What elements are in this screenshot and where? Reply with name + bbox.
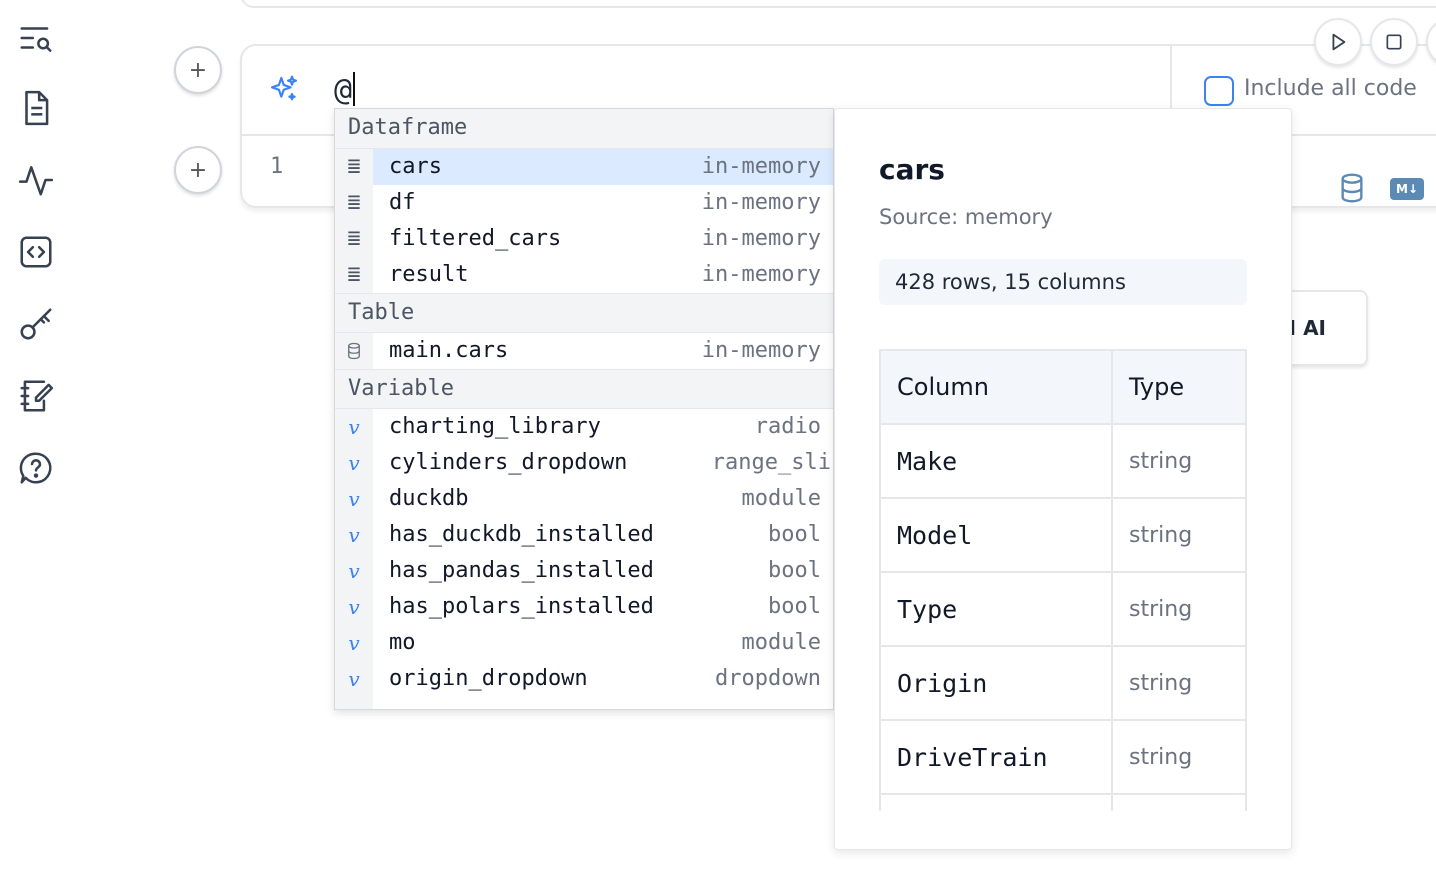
schema-table-wrapper: Column Type Make string Model string Typ… <box>879 349 1247 811</box>
autocomplete-item[interactable]: v cylinders_dropdown range_sli <box>335 445 833 481</box>
section-table: Table <box>335 293 833 333</box>
table-row: Origin string <box>879 645 1247 721</box>
autocomplete-item[interactable]: ≣ result in-memory <box>335 257 833 293</box>
variable-icon: v <box>335 445 373 481</box>
autocomplete-item[interactable]: v has_pandas_installed bool <box>335 553 833 589</box>
table-row: Make string <box>879 423 1247 499</box>
table-row: Model string <box>879 497 1247 573</box>
autocomplete-item[interactable]: v duckdb module <box>335 481 833 517</box>
autocomplete-item[interactable]: ≣ filtered_cars in-memory <box>335 221 833 257</box>
column-name: Make <box>879 423 1113 499</box>
variable-icon: v <box>335 481 373 517</box>
ai-button-label: I AI <box>1288 316 1326 340</box>
include-all-code-checkbox[interactable] <box>1204 76 1234 106</box>
play-icon <box>1332 33 1346 51</box>
autocomplete-item[interactable]: ≣ df in-memory <box>335 185 833 221</box>
notebook-edit-icon[interactable] <box>14 374 58 418</box>
markdown-icon[interactable]: M↓ <box>1390 178 1424 200</box>
line-number: 1 <box>270 154 284 179</box>
variable-icon: v <box>335 517 373 553</box>
autocomplete-item[interactable]: ≣ cars in-memory <box>335 149 833 185</box>
sidebar <box>0 0 72 874</box>
column-type: string <box>1111 423 1247 499</box>
rows-icon: ≣ <box>335 221 373 257</box>
help-icon[interactable] <box>14 446 58 490</box>
column-name: Type <box>879 571 1113 647</box>
prompt-text: @ <box>334 73 353 108</box>
table-header-row: Column Type <box>879 349 1247 425</box>
cell-divider <box>1170 46 1172 134</box>
variable-icon: v <box>335 697 373 709</box>
table-row: Type string <box>879 571 1247 647</box>
type-header: Type <box>1111 349 1247 425</box>
database-icon[interactable] <box>1336 172 1368 204</box>
variable-icon: v <box>335 589 373 625</box>
section-variable: Variable <box>335 369 833 409</box>
document-icon[interactable] <box>14 86 58 130</box>
autocomplete-dropdown: Dataframe ≣ cars in-memory ≣ df in-memor… <box>334 108 834 710</box>
stop-icon <box>1386 34 1402 50</box>
autocomplete-item[interactable]: v charting_library radio <box>335 409 833 445</box>
stop-button[interactable] <box>1370 18 1418 66</box>
autocomplete-item[interactable]: v origin_dropdown dropdown <box>335 661 833 697</box>
autocomplete-item-partial[interactable]: v <box>335 697 833 709</box>
sparkle-icon <box>270 75 298 101</box>
search-list-icon[interactable] <box>14 16 58 60</box>
autocomplete-item[interactable]: main.cars in-memory <box>335 333 833 369</box>
column-type: string <box>1111 571 1247 647</box>
previous-cell <box>240 0 1436 8</box>
ai-prompt-input[interactable]: @ <box>334 72 356 108</box>
variable-icon: v <box>335 409 373 445</box>
autocomplete-item[interactable]: v has_polars_installed bool <box>335 589 833 625</box>
autocomplete-item[interactable]: v mo module <box>335 625 833 661</box>
schema-table: Column Type Make string Model string Typ… <box>879 349 1247 811</box>
rows-icon: ≣ <box>335 257 373 293</box>
info-source: Source: memory <box>879 205 1053 229</box>
variable-icon: v <box>335 553 373 589</box>
run-button[interactable] <box>1314 18 1362 66</box>
database-icon <box>335 333 373 369</box>
column-header: Column <box>879 349 1113 425</box>
variable-icon: v <box>335 625 373 661</box>
key-icon[interactable] <box>14 302 58 346</box>
code-file-icon[interactable] <box>14 230 58 274</box>
column-type: string <box>1111 645 1247 721</box>
table-row: DriveTrain string <box>879 719 1247 795</box>
dataframe-info-popover: cars Source: memory 428 rows, 15 columns… <box>834 108 1292 850</box>
rows-icon: ≣ <box>335 149 373 185</box>
column-type: string <box>1111 497 1247 573</box>
column-type: string <box>1111 719 1247 795</box>
table-row-partial <box>879 793 1247 811</box>
autocomplete-item[interactable]: v has_duckdb_installed bool <box>335 517 833 553</box>
info-title: cars <box>879 153 945 186</box>
text-caret <box>353 72 356 106</box>
include-all-code-label: Include all code <box>1244 76 1417 101</box>
info-summary: 428 rows, 15 columns <box>879 259 1247 305</box>
column-name: Origin <box>879 645 1113 721</box>
section-dataframe: Dataframe <box>335 109 833 149</box>
column-name: DriveTrain <box>879 719 1113 795</box>
add-cell-above-button[interactable]: + <box>174 46 222 94</box>
variable-icon: v <box>335 661 373 697</box>
rows-icon: ≣ <box>335 185 373 221</box>
activity-icon[interactable] <box>14 158 58 202</box>
add-cell-below-button[interactable]: + <box>174 146 222 194</box>
column-name: Model <box>879 497 1113 573</box>
